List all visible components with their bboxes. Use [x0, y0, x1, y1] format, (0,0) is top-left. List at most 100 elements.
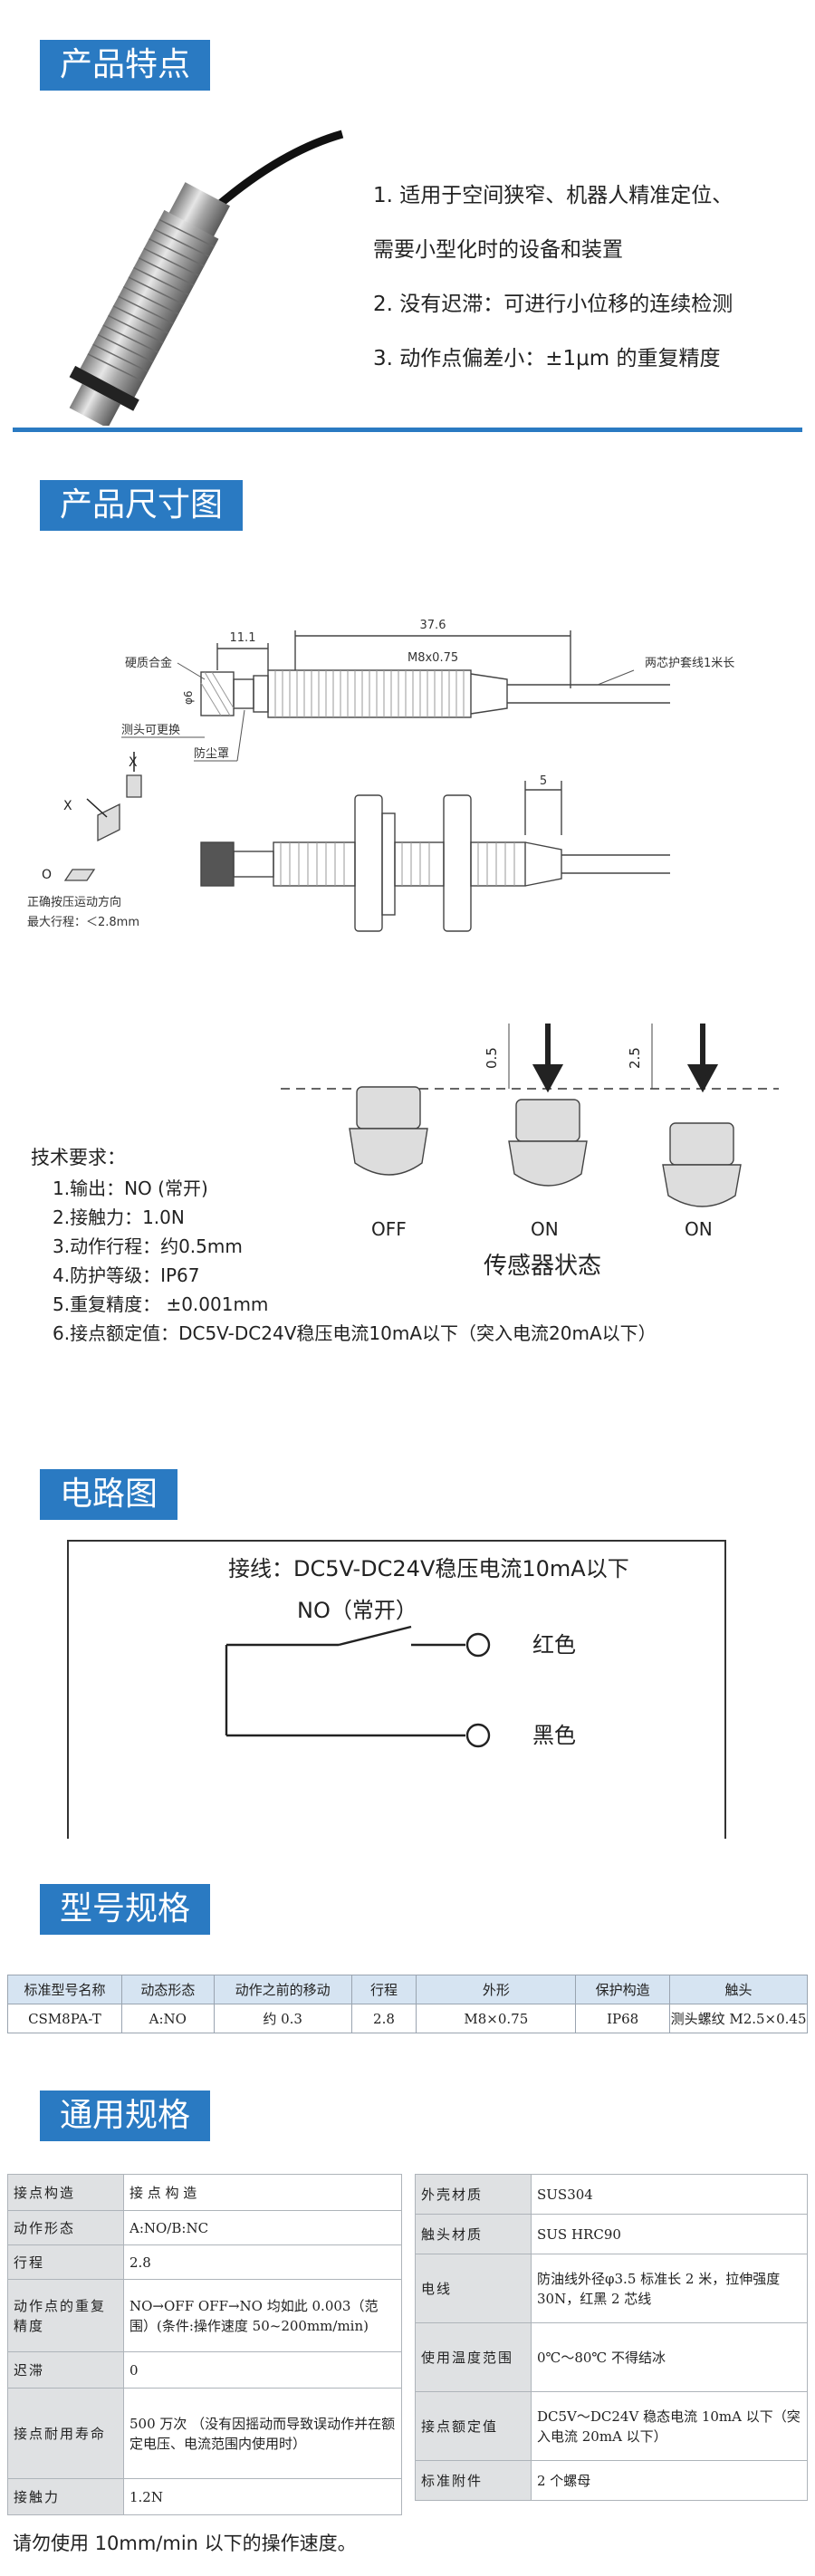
dust-cover-label: 防尘罩: [194, 746, 229, 761]
wire-red: 红色: [532, 1632, 576, 1658]
model-cell: A:NO: [120, 2004, 215, 2033]
spec-key: 动作点的重复精度: [7, 2279, 124, 2352]
circuit-wiring: 接线：DC5V-DC24V稳压电流10mA以下: [228, 1556, 629, 1581]
model-header: 行程: [350, 1975, 417, 2004]
model-cell: M8×0.75: [416, 2004, 577, 2033]
tip-alloy-label: 硬质合金: [125, 656, 172, 670]
state-on-2: ON: [685, 1218, 713, 1240]
table-row: 电线防油线外径φ3.5 标准长 2 米，拉伸强度 30N，红黑 2 芯线: [415, 2254, 808, 2323]
model-header: 动态形态: [120, 1975, 215, 2004]
spec-value: 2.8: [123, 2244, 402, 2280]
section-title-features: 产品特点: [40, 40, 211, 91]
tip-replace-label: 测头可更换: [121, 724, 180, 737]
wire-black: 黑色: [532, 1723, 576, 1748]
spec-value: 0℃～80℃ 不得结冰: [531, 2322, 808, 2392]
model-header-row: 标准型号名称 动态形态 动作之前的移动 行程 外形 保护构造 触头: [7, 1975, 808, 2004]
table-row: 接点构造接 点 构 造: [7, 2174, 402, 2211]
axis-x2: X: [63, 799, 72, 813]
spec-value: 接 点 构 造: [123, 2174, 402, 2211]
thread-label: M8x0.75: [408, 651, 458, 665]
tech-item-5: 5.重复精度： ±0.001mm: [53, 1293, 269, 1315]
model-table: 标准型号名称 动态形态 动作之前的移动 行程 外形 保护构造 触头 CSM8PA…: [7, 1975, 808, 2033]
spec-value: 2 个螺母: [531, 2460, 808, 2501]
section-divider: [13, 428, 802, 432]
tech-item-4: 4.防护等级：IP67: [53, 1264, 200, 1286]
axis-x1: X: [129, 755, 138, 770]
circuit-no: NO（常开）: [297, 1598, 417, 1623]
section-title-dimensions: 产品尺寸图: [40, 480, 244, 531]
spec-key: 接触力: [7, 2478, 124, 2515]
section-title-circuit: 电路图: [40, 1469, 178, 1520]
diameter-label: φ6: [182, 690, 195, 705]
stroke-05: 0.5: [484, 1047, 500, 1069]
spec-key: 行程: [7, 2244, 124, 2280]
dim-5: 5: [540, 774, 547, 788]
spec-key: 标准附件: [415, 2460, 532, 2501]
spec-key: 接点耐用寿命: [7, 2388, 124, 2479]
stroke-25: 2.5: [627, 1047, 643, 1069]
dimension-drawing: 11.1 37.6 M8x0.75 两芯护套线1米长 硬质合金 φ6 测头可更换…: [27, 619, 734, 932]
spec-value: A:NO/B:NC: [123, 2210, 402, 2245]
tech-item-3: 3.动作行程：约0.5mm: [53, 1235, 243, 1257]
dim-37: 37.6: [420, 619, 446, 632]
model-cell: CSM8PA-T: [7, 2004, 122, 2033]
max-stroke: 最大行程：＜2.8mm: [27, 916, 139, 929]
spec-key: 触头材质: [415, 2214, 532, 2254]
spec-value: NO→OFF OFF→NO 均如此 0.003（范围）(条件:操作速度 50~2…: [123, 2279, 402, 2352]
spec-value: SUS304: [531, 2174, 808, 2215]
tech-item-2: 2.接触力：1.0N: [53, 1206, 185, 1228]
feature-3: 3. 动作点偏差小：±1μm 的重复精度: [373, 347, 721, 370]
axis-o: O: [42, 868, 52, 882]
spec-key: 接点额定值: [415, 2391, 532, 2461]
spec-key: 动作形态: [7, 2210, 124, 2245]
model-header: 保护构造: [575, 1975, 671, 2004]
press-direction: 正确按压运动方向: [27, 895, 121, 909]
state-title: 传感器状态: [484, 1253, 601, 1280]
cable-label: 两芯护套线1米长: [645, 656, 734, 670]
model-cell: 2.8: [350, 2004, 417, 2033]
dim-11: 11.1: [230, 631, 256, 645]
spec-value: 防油线外径φ3.5 标准长 2 米，拉伸强度 30N，红黑 2 芯线: [531, 2254, 808, 2323]
spec-key: 接点构造: [7, 2174, 124, 2211]
feature-1: 1. 适用于空间狭窄、机器人精准定位、: [373, 184, 734, 207]
tech-title: 技术要求：: [31, 1147, 126, 1168]
spec-key: 使用温度范围: [415, 2322, 532, 2392]
spec-value: 0: [123, 2351, 402, 2389]
sensor-state-diagram: 0.5 2.5 OFF ON ON 传感器状态: [281, 1024, 779, 1280]
model-header: 外形: [416, 1975, 577, 2004]
model-header: 触头: [669, 1975, 808, 2004]
spec-key: 电线: [415, 2254, 532, 2323]
spec-key: 外壳材质: [415, 2174, 532, 2215]
spec-key: 迟滞: [7, 2351, 124, 2389]
model-header: 动作之前的移动: [213, 1975, 352, 2004]
tech-item-6: 6.接点额定值：DC5V-DC24V稳压电流10mA以下（突入电流20mA以下）: [53, 1322, 657, 1344]
spec-value: DC5V～DC24V 稳态电流 10mA 以下（突入电流 20mA 以下）: [531, 2391, 808, 2461]
spec-value: SUS HRC90: [531, 2214, 808, 2254]
state-on-1: ON: [531, 1218, 559, 1240]
footer-note: 请勿使用 10mm/min 以下的操作速度。: [13, 2533, 357, 2554]
feature-2: 2. 没有迟滞：可进行小位移的连续检测: [373, 293, 734, 316]
section-title-model: 型号规格: [40, 1884, 211, 1935]
section-title-general: 通用规格: [40, 2091, 211, 2141]
model-cell: 约 0.3: [213, 2004, 352, 2033]
model-header: 标准型号名称: [7, 1975, 122, 2004]
circuit-diagram: 接线：DC5V-DC24V稳压电流10mA以下 NO（常开） 红色 黑色: [225, 1556, 629, 1748]
circuit-diagram-box: [67, 1540, 726, 1839]
table-row: CSM8PA-T A:NO 约 0.3 2.8 M8×0.75 IP68 测头螺…: [7, 2004, 808, 2033]
spec-value: 500 万次 （没有因摇动而导致误动作并在额定电压、电流范围内使用时）: [123, 2388, 402, 2479]
tech-item-1: 1.输出：NO (常开): [53, 1177, 208, 1199]
spec-value: 1.2N: [123, 2478, 402, 2515]
model-cell: 测头螺纹 M2.5×0.45: [669, 2004, 808, 2033]
state-off: OFF: [371, 1218, 407, 1240]
